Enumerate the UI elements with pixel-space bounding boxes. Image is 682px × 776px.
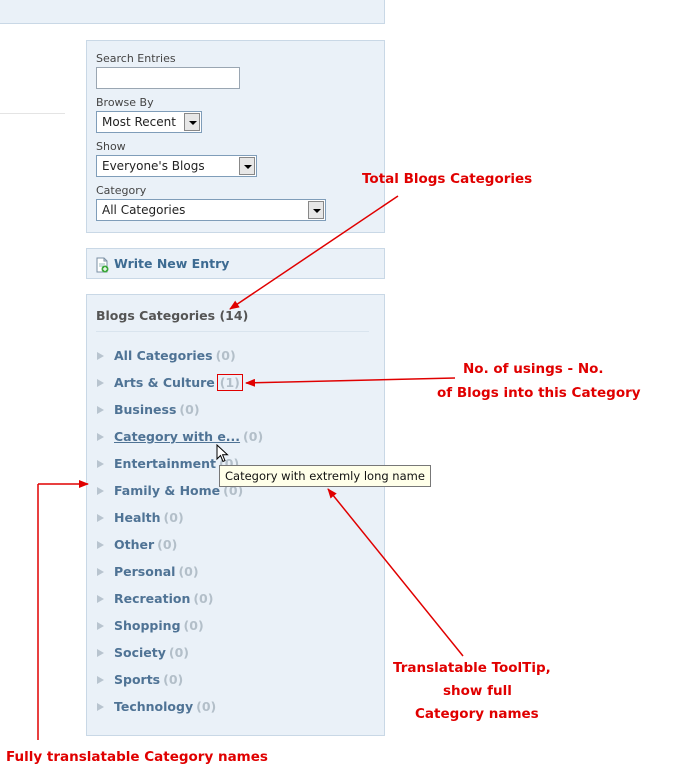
list-item[interactable]: Technology(0) bbox=[97, 698, 216, 716]
triangle-right-icon bbox=[97, 433, 104, 441]
mouse-cursor-icon bbox=[216, 444, 229, 463]
annotation-category-names: Fully translatable Category names bbox=[6, 749, 268, 765]
list-item[interactable]: Shopping(0) bbox=[97, 617, 204, 635]
triangle-right-icon bbox=[97, 406, 104, 414]
triangle-right-icon bbox=[97, 676, 104, 684]
list-item[interactable]: Other(0) bbox=[97, 536, 177, 554]
annotation-usage-count-line2: of Blogs into this Category bbox=[437, 385, 641, 401]
browse-by-select[interactable]: Most Recent bbox=[96, 111, 202, 133]
list-item[interactable]: Category with e...(0) bbox=[97, 428, 263, 446]
category-count: (0) bbox=[196, 699, 217, 714]
category-name[interactable]: Category with e... bbox=[114, 429, 241, 444]
categories-title: Blogs Categories bbox=[96, 308, 216, 323]
triangle-right-icon bbox=[97, 379, 104, 387]
triangle-right-icon bbox=[97, 541, 104, 549]
category-tooltip: Category with extremly long name bbox=[219, 465, 431, 487]
triangle-right-icon bbox=[97, 514, 104, 522]
list-item[interactable]: Sports(0) bbox=[97, 671, 183, 689]
list-item[interactable]: Personal(0) bbox=[97, 563, 199, 581]
category-name[interactable]: Health bbox=[114, 510, 161, 525]
search-panel: Search Entries Browse By Most Recent Sho… bbox=[86, 40, 385, 233]
category-count: (0) bbox=[183, 618, 204, 633]
show-select[interactable]: Everyone's Blogs bbox=[96, 155, 257, 177]
category-name[interactable]: Business bbox=[114, 402, 177, 417]
category-name[interactable]: Entertainment bbox=[114, 456, 217, 471]
triangle-right-icon bbox=[97, 568, 104, 576]
chevron-down-icon[interactable] bbox=[239, 157, 255, 175]
category-count: (0) bbox=[215, 348, 236, 363]
category-name[interactable]: Technology bbox=[114, 699, 194, 714]
category-label: Category bbox=[96, 184, 147, 197]
list-item[interactable]: Health(0) bbox=[97, 509, 184, 527]
triangle-right-icon bbox=[97, 595, 104, 603]
category-name[interactable]: All Categories bbox=[114, 348, 213, 363]
categories-total: (14) bbox=[219, 308, 249, 323]
triangle-right-icon bbox=[97, 352, 104, 360]
top-panel-edge bbox=[0, 0, 385, 24]
category-count: (0) bbox=[163, 672, 184, 687]
category-name[interactable]: Sports bbox=[114, 672, 161, 687]
browse-by-value: Most Recent bbox=[102, 115, 176, 129]
annotation-usage-count-line1: No. of usings - No. bbox=[463, 361, 604, 377]
category-count: (0) bbox=[179, 402, 200, 417]
triangle-right-icon bbox=[97, 622, 104, 630]
category-name[interactable]: Personal bbox=[114, 564, 176, 579]
category-count: (0) bbox=[157, 537, 178, 552]
chevron-down-icon[interactable] bbox=[308, 201, 324, 219]
annotation-tooltip-line3: Category names bbox=[415, 706, 539, 722]
category-name[interactable]: Other bbox=[114, 537, 155, 552]
categories-divider bbox=[96, 331, 369, 332]
category-count: (0) bbox=[168, 645, 190, 660]
category-count: (0) bbox=[178, 564, 199, 579]
categories-heading: Blogs Categories (14) bbox=[96, 308, 248, 323]
triangle-right-icon bbox=[97, 487, 104, 495]
search-entries-label: Search Entries bbox=[96, 52, 176, 65]
category-name[interactable]: Family & Home bbox=[114, 483, 221, 498]
content-divider bbox=[0, 113, 65, 114]
annotation-tooltip-line1: Translatable ToolTip, bbox=[393, 660, 551, 676]
category-select[interactable]: All Categories bbox=[96, 199, 326, 221]
document-add-icon bbox=[96, 257, 109, 273]
list-item[interactable]: Society(0) bbox=[97, 644, 189, 662]
category-count: (0) bbox=[243, 429, 264, 444]
category-name[interactable]: Society bbox=[114, 645, 166, 660]
list-item[interactable]: Business(0) bbox=[97, 401, 200, 419]
chevron-down-icon[interactable] bbox=[184, 113, 200, 131]
category-name[interactable]: Shopping bbox=[114, 618, 181, 633]
triangle-right-icon bbox=[97, 649, 104, 657]
triangle-right-icon bbox=[97, 460, 104, 468]
show-label: Show bbox=[96, 140, 126, 153]
triangle-right-icon bbox=[97, 703, 104, 711]
browse-by-label: Browse By bbox=[96, 96, 154, 109]
category-count: (0) bbox=[163, 510, 184, 525]
category-name[interactable]: Recreation bbox=[114, 591, 191, 606]
write-new-entry-link[interactable]: Write New Entry bbox=[114, 256, 230, 271]
annotation-total-categories: Total Blogs Categories bbox=[362, 171, 533, 187]
list-item[interactable]: Arts & Culture(1) bbox=[97, 374, 243, 392]
category-count: (1) bbox=[216, 374, 243, 391]
write-entry-panel: Write New Entry bbox=[86, 248, 385, 279]
category-name[interactable]: Arts & Culture bbox=[114, 375, 215, 390]
annotation-tooltip-line2: show full bbox=[443, 683, 512, 699]
show-value: Everyone's Blogs bbox=[102, 159, 205, 173]
category-value: All Categories bbox=[102, 203, 186, 217]
list-item[interactable]: All Categories(0) bbox=[97, 347, 236, 365]
category-count: (0) bbox=[193, 591, 214, 606]
list-item[interactable]: Recreation(0) bbox=[97, 590, 213, 608]
search-input[interactable] bbox=[96, 67, 240, 89]
